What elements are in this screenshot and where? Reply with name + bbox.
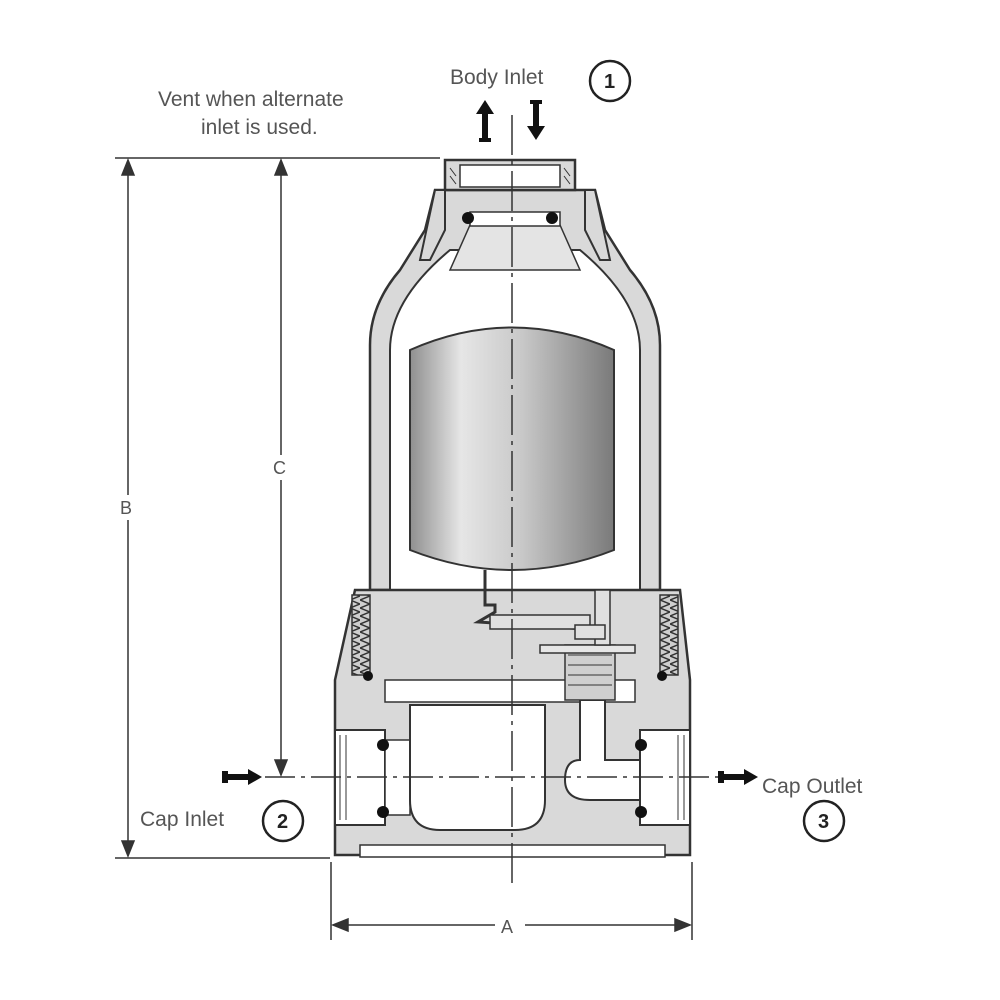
callout-2-number: 2 bbox=[277, 811, 288, 833]
dimension-label-c: C bbox=[273, 458, 286, 478]
callout-1: 1 bbox=[588, 59, 632, 103]
float-assembly bbox=[409, 326, 636, 701]
flow-arrows bbox=[222, 100, 758, 785]
centerlines bbox=[265, 115, 760, 885]
callout-2: 2 bbox=[261, 799, 305, 843]
cap-outlet-label: Cap Outlet bbox=[762, 775, 863, 798]
dimension-label-b: B bbox=[120, 498, 132, 518]
oring-top-right bbox=[546, 212, 558, 224]
dimension-lines bbox=[115, 157, 693, 940]
cap-inlet-label: Cap Inlet bbox=[140, 808, 224, 831]
oring-top-left bbox=[462, 212, 474, 224]
vent-note-line1: Vent when alternate bbox=[158, 88, 344, 111]
callout-3-number: 3 bbox=[818, 811, 829, 833]
vent-up-arrow bbox=[476, 100, 494, 142]
cap-inlet-arrow bbox=[222, 769, 262, 785]
float-ball bbox=[409, 326, 615, 571]
body-inlet-label: Body Inlet bbox=[450, 66, 544, 89]
oring-left-upper bbox=[377, 739, 389, 751]
oring-right-lower bbox=[635, 806, 647, 818]
vent-note-line2: inlet is used. bbox=[201, 116, 318, 139]
valve-seat bbox=[564, 644, 616, 701]
dimension-label-a: A bbox=[501, 917, 513, 937]
callout-1-number: 1 bbox=[604, 71, 615, 93]
cap-outlet-arrow bbox=[718, 769, 758, 785]
callout-3: 3 bbox=[802, 799, 846, 843]
oring-right-upper bbox=[635, 739, 647, 751]
inlet-down-arrow bbox=[527, 100, 545, 140]
oring-left-lower bbox=[377, 806, 389, 818]
